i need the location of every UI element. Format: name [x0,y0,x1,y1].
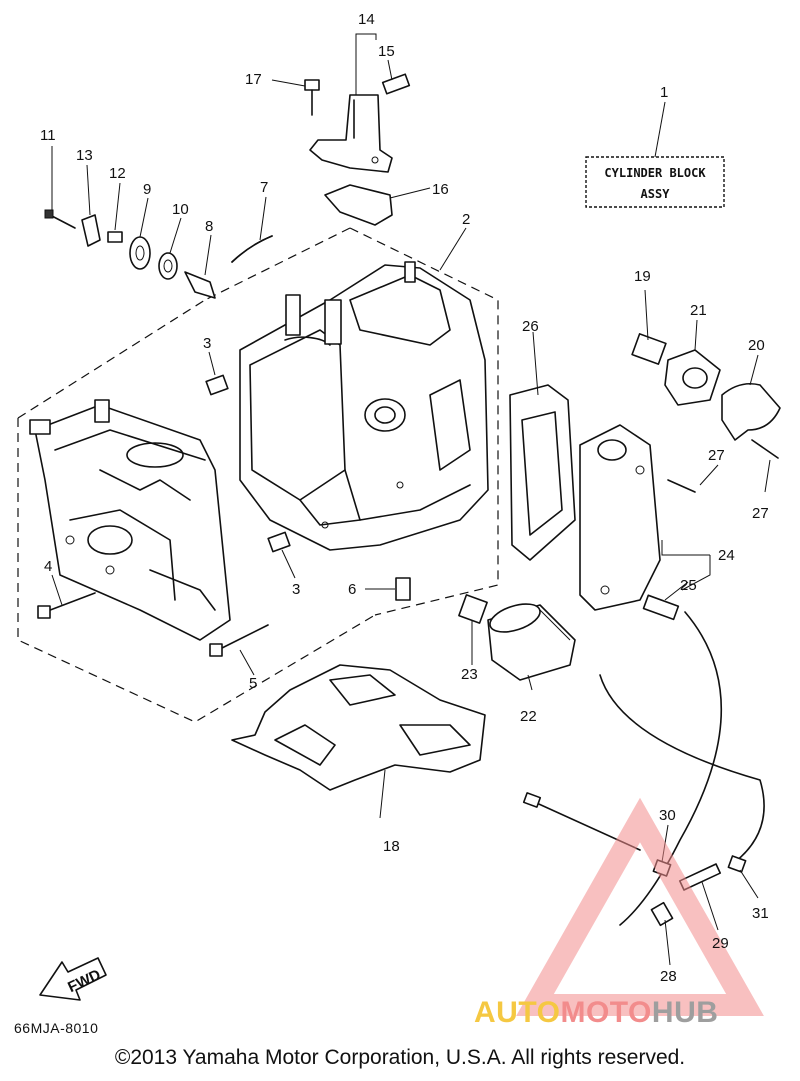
gasket-inner [521,411,563,536]
cover-port [597,439,627,461]
callout-3: 3 [203,335,211,352]
callout-26: 26 [522,318,539,335]
stud [458,594,488,624]
watermark-text: AUTOMOTOHUB [474,996,718,1030]
callout-7: 7 [260,179,268,196]
callout-21: 21 [690,302,707,319]
callout-28: 28 [660,968,677,985]
callout-6: 6 [348,581,356,598]
callout-14: 14 [358,11,375,28]
callout-5: 5 [249,675,257,692]
leader-lines [51,33,771,966]
cover-hole [600,585,610,595]
callout-1: 1 [660,84,668,101]
cover-plate [579,424,661,611]
callout-12: 12 [109,165,126,182]
label-box: CYLINDER BLOCK ASSY [585,156,725,208]
thermostat-parts [631,333,781,441]
label-box-line1: CYLINDER BLOCK [604,166,706,180]
hose-inner [231,235,273,263]
oil-filter [487,603,576,681]
bolt [667,479,696,493]
crankcase [29,399,231,641]
callout-9: 9 [143,181,151,198]
gasket-opening [274,724,336,766]
bolt [751,439,779,459]
watermark-part-moto: MOTO [560,996,652,1029]
gasket-opening [399,724,471,756]
watermark-logo [516,797,764,1016]
watermark-part-hub: HUB [651,996,719,1029]
callout-27b: 27 [752,505,769,522]
fitting [395,577,411,601]
diagram-code: 66MJA-8010 [14,1020,99,1036]
cylinder-block [239,261,489,551]
hose [231,235,273,263]
cover-hole [635,465,645,475]
bracket-assembly [309,73,411,173]
oil-pan-gasket [231,664,486,791]
callout-23: 23 [461,666,478,683]
callout-17: 17 [245,71,262,88]
callout-22: 22 [520,708,537,725]
callout-27: 27 [708,447,725,464]
bolts [37,592,269,657]
dowel-pin [267,531,291,553]
gasket [509,384,576,561]
callout-11: 11 [40,127,56,144]
gasket [324,184,393,226]
callout-10: 10 [172,201,189,218]
assembly-outline [17,227,499,723]
bolt [304,79,320,116]
gasket-opening [329,674,396,706]
label-box-line2: ASSY [641,187,671,201]
callout-30: 30 [659,807,676,824]
callout-8: 8 [205,218,213,235]
dowel-pin [205,374,229,396]
callout-16: 16 [432,181,449,198]
fitting [642,594,680,621]
callout-20: 20 [748,337,765,354]
callout-29: 29 [712,935,729,952]
callout-24: 24 [718,547,735,564]
callout-19: 19 [634,268,651,285]
callout-15: 15 [378,43,395,60]
callout-2: 2 [462,211,470,228]
callout-3b: 3 [292,581,300,598]
callout-18: 18 [383,838,400,855]
fwd-arrow-icon: FWD [39,957,107,1001]
callout-31: 31 [752,905,769,922]
callout-numbers: 1 2 3 3 4 5 6 7 8 9 10 11 12 13 14 15 16… [40,11,769,985]
callout-13: 13 [76,147,93,164]
copyright-notice: ©2013 Yamaha Motor Corporation, U.S.A. A… [114,1046,686,1069]
seal-parts [44,209,216,299]
callout-25: 25 [680,577,697,594]
watermark-part-auto: AUTO [474,996,561,1029]
callout-4: 4 [44,558,52,575]
